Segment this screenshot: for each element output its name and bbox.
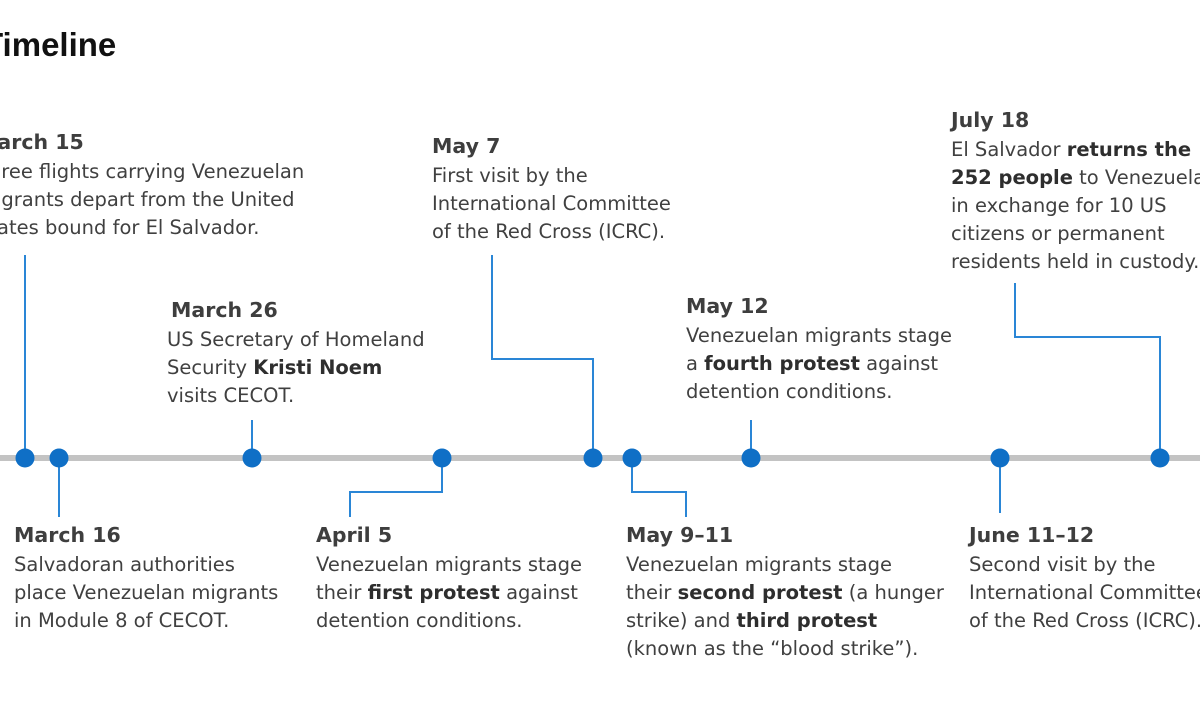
event-date: May 9–11 [626, 523, 734, 547]
event-date: June 11–12 [969, 523, 1095, 547]
connector-april-5 [349, 458, 443, 517]
marker-may-9-11 [622, 448, 642, 468]
marker-march-26 [242, 448, 262, 468]
event-march-15: March 15 Three flights carrying Venezuel… [0, 128, 304, 242]
connector-may-7 [491, 255, 594, 458]
event-march-16: March 16 Salvadoran authorities place Ve… [14, 521, 278, 635]
event-date: July 18 [951, 108, 1030, 132]
event-description: Venezuelan migrants stage a fourth prote… [686, 324, 952, 403]
event-may-9-11: May 9–11 Venezuelan migrants stage their… [626, 521, 944, 663]
event-july-18: July 18 El Salvador returns the 252 peop… [951, 106, 1200, 276]
event-date: March 15 [0, 130, 84, 154]
timeline-title: Timeline [0, 26, 117, 63]
event-description: Salvadoran authorities place Venezuelan … [14, 553, 279, 632]
marker-march-15 [15, 448, 35, 468]
marker-july-18 [1150, 448, 1170, 468]
marker-may-7 [583, 448, 603, 468]
event-description: El Salvador returns the 252 people to Ve… [951, 138, 1200, 273]
event-date: March 26 [171, 298, 278, 322]
event-may-12: May 12 Venezuelan migrants stage a fourt… [686, 292, 952, 406]
event-description: First visit by the International Committ… [432, 164, 671, 243]
event-april-5: April 5 Venezuelan migrants stage their … [316, 521, 582, 635]
event-description: Second visit by the International Commit… [969, 553, 1200, 632]
marker-june-11-12 [990, 448, 1010, 468]
event-date: April 5 [316, 523, 393, 547]
marker-may-12 [741, 448, 761, 468]
event-description: US Secretary of Homeland Security Kristi… [167, 328, 425, 407]
marker-march-16 [49, 448, 69, 468]
event-march-26: March 26 US Secretary of Homeland Securi… [167, 296, 425, 410]
event-date: March 16 [14, 523, 121, 547]
connector-may-9-11 [631, 458, 687, 517]
event-description: Venezuelan migrants stage their second p… [626, 553, 944, 660]
event-date: May 7 [432, 134, 501, 158]
event-june-11-12: June 11–12 Second visit by the Internati… [969, 521, 1200, 635]
event-may-7: May 7 First visit by the International C… [432, 132, 671, 246]
marker-april-5 [432, 448, 452, 468]
event-description: Three flights carrying Venezuelan migran… [0, 160, 305, 239]
event-date: May 12 [686, 294, 769, 318]
event-description: Venezuelan migrants stage their first pr… [316, 553, 582, 632]
connector-july-18 [1014, 283, 1161, 458]
